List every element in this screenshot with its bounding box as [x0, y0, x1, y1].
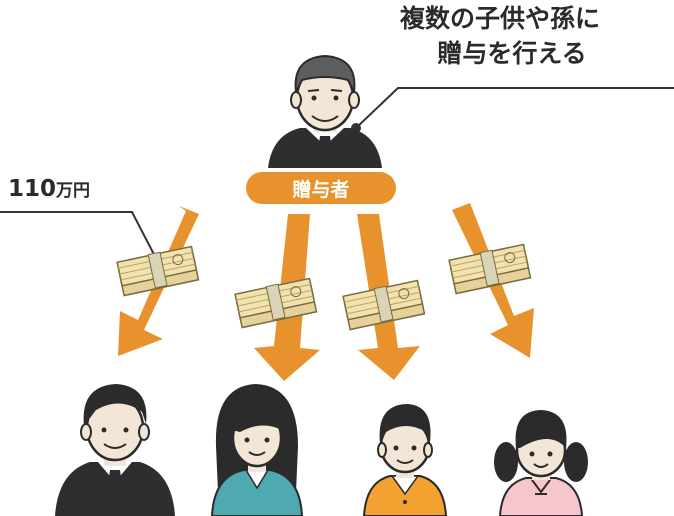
recipient-girl-icon: [494, 410, 588, 516]
amount-value: 110: [8, 176, 56, 202]
amount-label: 110万円: [8, 176, 90, 202]
amount-unit: 万円: [55, 181, 90, 201]
money-bundle-icon: [116, 245, 200, 297]
giver-label-pill: [246, 172, 396, 204]
giver-label: 贈与者: [292, 178, 349, 201]
recipient-man-suit-icon: [55, 384, 175, 516]
money-bundle-icon: [234, 277, 318, 329]
giver-avatar-icon: [268, 54, 382, 168]
headline-line1: 複数の子供や孫に: [400, 4, 600, 33]
money-bundle-icon: [448, 243, 532, 295]
recipient-boy-icon: [362, 404, 448, 516]
amount-leader-line: [0, 211, 161, 267]
money-bundle-icon: [342, 279, 426, 331]
headline-line2: 贈与を行える: [437, 39, 586, 68]
recipient-woman-icon: [210, 384, 304, 516]
headline-leader-line: [355, 87, 674, 129]
